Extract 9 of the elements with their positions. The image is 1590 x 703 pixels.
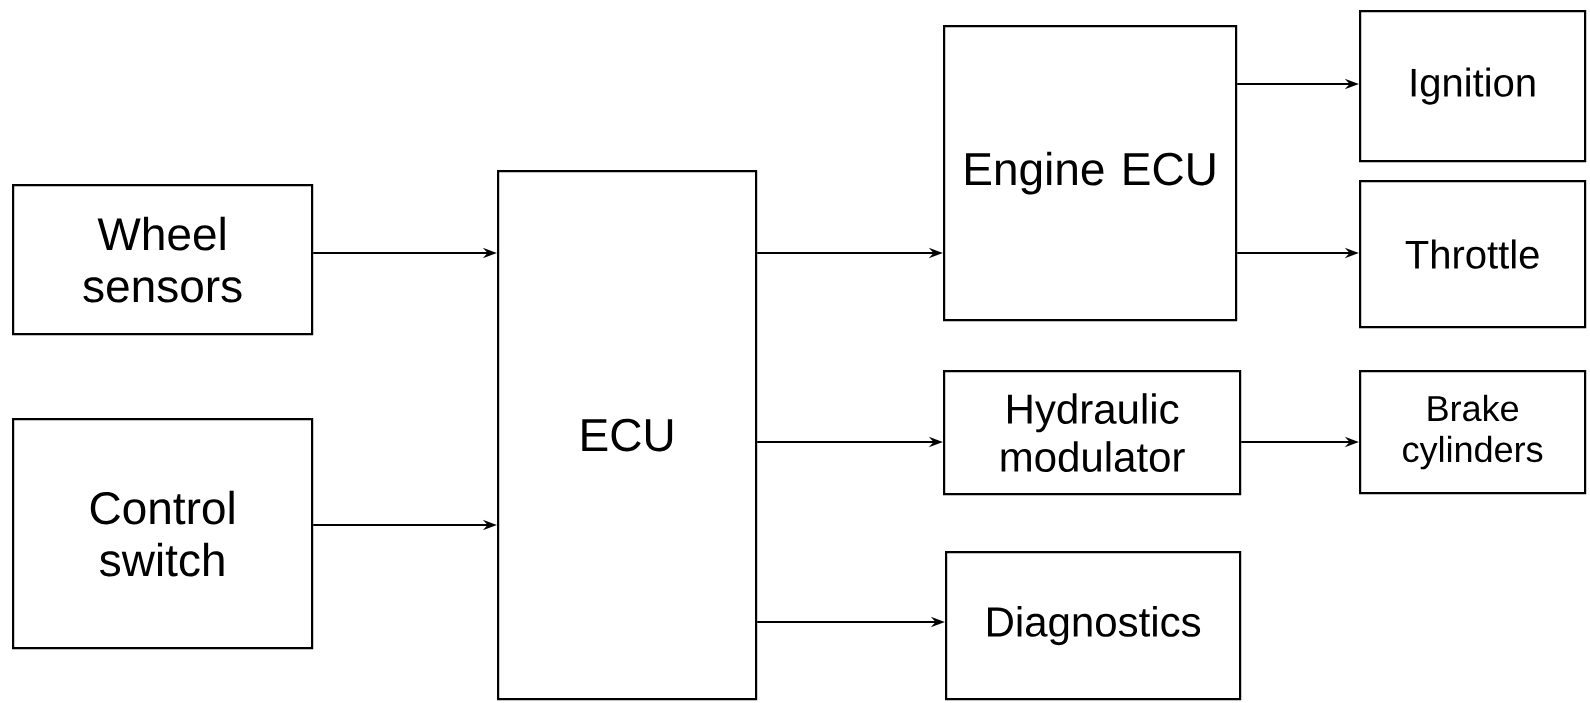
block-box: Engine ECU	[943, 25, 1238, 322]
block-box: Throttle	[1359, 180, 1587, 329]
block-box: Diagnostics	[945, 551, 1242, 701]
block-box: Ignition	[1359, 10, 1587, 163]
block-box: ECU	[497, 170, 758, 701]
block-box: Wheel sensors	[12, 184, 314, 336]
block-box: Hydraulic modulator	[943, 370, 1242, 496]
block-box: Brake cylinders	[1359, 370, 1587, 495]
block-box: Control switch	[12, 418, 314, 650]
